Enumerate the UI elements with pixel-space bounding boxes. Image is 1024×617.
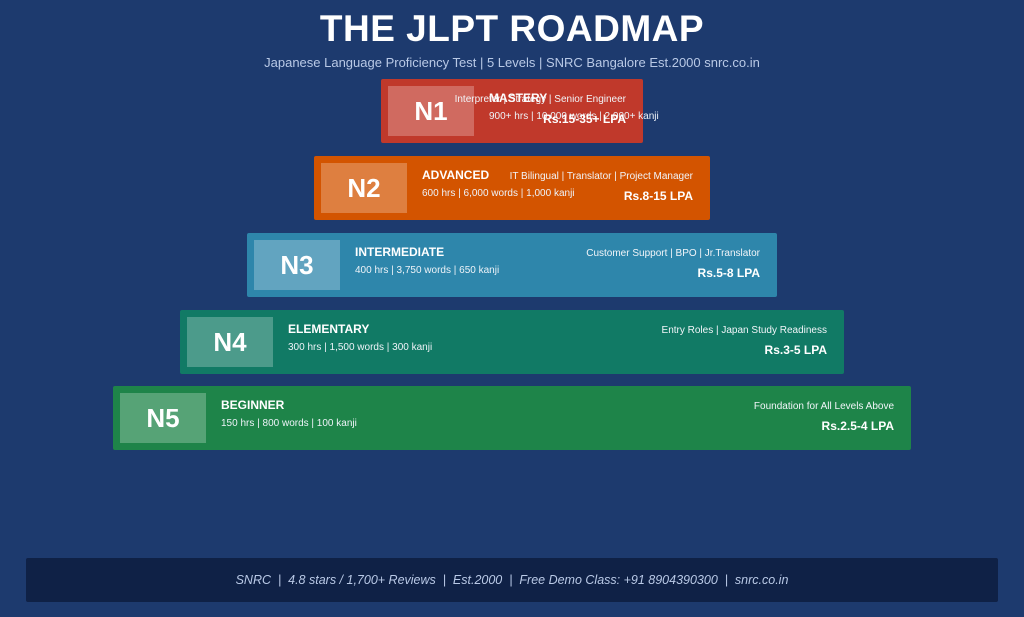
level-n4-block: N4 ELEMENTARY 300 hrs | 1,500 words | 30… bbox=[180, 310, 844, 374]
level-n4-name: ELEMENTARY bbox=[288, 322, 370, 336]
level-n1-salary: Rs.15-35+ LPA bbox=[543, 112, 626, 126]
level-n3-badge: N3 bbox=[254, 240, 340, 290]
level-n5-salary: Rs.2.5-4 LPA bbox=[821, 419, 894, 433]
level-n2-stats: 600 hrs | 6,000 words | 1,000 kanji bbox=[422, 188, 575, 199]
level-n2-badge: N2 bbox=[321, 163, 407, 213]
level-n4-salary: Rs.3-5 LPA bbox=[764, 343, 827, 357]
level-n5-roles: Foundation for All Levels Above bbox=[753, 401, 894, 412]
level-n2-roles: IT Bilingual | Translator | Project Mana… bbox=[509, 171, 693, 182]
level-n1-name: MASTERY bbox=[489, 91, 548, 105]
level-n4-badge: N4 bbox=[187, 317, 273, 367]
level-n3-block: N3 INTERMEDIATE 400 hrs | 3,750 words | … bbox=[247, 233, 777, 297]
page-subtitle: Japanese Language Proficiency Test | 5 L… bbox=[264, 55, 760, 70]
level-n5-block: N5 BEGINNER 150 hrs | 800 words | 100 ka… bbox=[113, 386, 911, 450]
page-title: THE JLPT ROADMAP bbox=[319, 8, 705, 49]
level-n5-badge: N5 bbox=[120, 393, 206, 443]
level-n2-salary: Rs.8-15 LPA bbox=[623, 189, 693, 203]
level-n4-roles: Entry Roles | Japan Study Readiness bbox=[661, 325, 827, 336]
level-n1-roles: Interpreter | Strategy | Senior Engineer bbox=[454, 94, 626, 105]
level-n1-stats: 900+ hrs | 10,000 words | 2,000+ kanji bbox=[489, 111, 659, 122]
level-n3-stats: 400 hrs | 3,750 words | 650 kanji bbox=[355, 265, 500, 276]
level-n3-salary: Rs.5-8 LPA bbox=[697, 266, 760, 280]
level-n3-name: INTERMEDIATE bbox=[355, 245, 445, 259]
level-n1-badge: N1 bbox=[388, 86, 474, 136]
level-n4-stats: 300 hrs | 1,500 words | 300 kanji bbox=[288, 342, 433, 353]
level-n5-stats: 150 hrs | 800 words | 100 kanji bbox=[221, 418, 357, 429]
level-n1-block: N1 MASTERY 900+ hrs | 10,000 words | 2,0… bbox=[381, 79, 659, 143]
level-n3-roles: Customer Support | BPO | Jr.Translator bbox=[586, 248, 760, 259]
level-n5-name: BEGINNER bbox=[221, 398, 285, 412]
level-n2-block: N2 ADVANCED 600 hrs | 6,000 words | 1,00… bbox=[314, 156, 710, 220]
footer-bar: SNRC | 4.8 stars / 1,700+ Reviews | Est.… bbox=[26, 558, 998, 602]
level-n2-name: ADVANCED bbox=[422, 168, 490, 182]
